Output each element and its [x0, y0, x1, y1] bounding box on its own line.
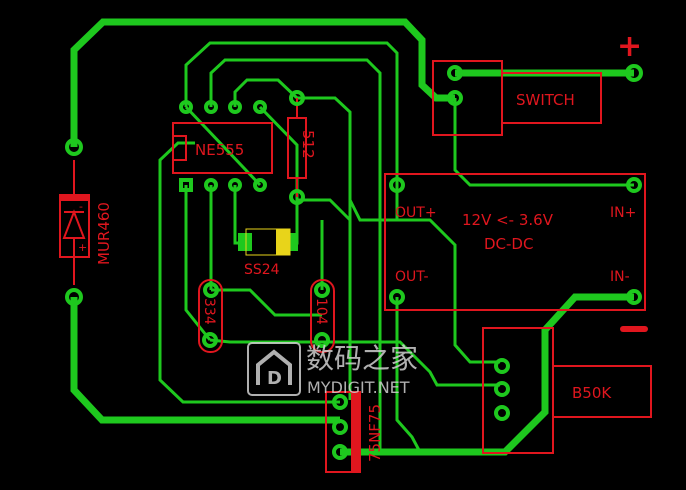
cap-104-outline — [310, 279, 335, 353]
trace-outplus-pot — [348, 199, 500, 364]
dcdc-pad-out-minus — [389, 289, 405, 305]
mosfet-outline — [325, 391, 361, 473]
ss24-cathode-band — [276, 229, 290, 255]
switch-pad-2 — [447, 90, 463, 106]
mur460-band — [60, 195, 89, 201]
ic-pad-3 — [228, 178, 242, 192]
mur460-symbol — [62, 209, 86, 239]
ic-pad-1 — [179, 178, 193, 192]
dcdc-outline — [384, 173, 646, 311]
resistor-label: 512 — [299, 130, 317, 159]
trace-ground — [340, 293, 634, 456]
terminal-minus-marker — [620, 326, 648, 332]
ic-pad-8 — [179, 100, 193, 114]
pot-pad-1 — [494, 358, 510, 374]
trace-334-104 — [211, 288, 322, 317]
trace-ic-pin8 — [184, 41, 399, 185]
cap-104-pad-1 — [314, 282, 330, 298]
mur460-minus: - — [79, 200, 83, 213]
ic-label: NE555 — [195, 141, 244, 159]
watermark-site: MYDIGIT.NET — [307, 378, 410, 397]
dcdc-pad-in-minus — [626, 289, 642, 305]
cap-334-pad-1 — [203, 282, 219, 298]
resistor-pad-2 — [289, 189, 305, 205]
switch-pad-1 — [447, 65, 463, 81]
ss24-pad-left — [238, 233, 252, 251]
cap-334-label: 334 — [201, 298, 217, 325]
ic-pad-7 — [204, 100, 218, 114]
pot-label: B50K — [572, 384, 612, 402]
dcdc-in-plus: IN+ — [610, 205, 636, 221]
mur460-pad-2 — [65, 288, 83, 306]
trace-out-minus — [395, 297, 422, 453]
ic-notch — [172, 135, 187, 161]
trace-ic-pin1 — [184, 185, 212, 341]
ic-pad-2 — [204, 178, 218, 192]
terminal-plus-marker: + — [617, 29, 642, 64]
dcdc-out-minus: OUT- — [395, 269, 429, 285]
cap-104-label: 104 — [313, 298, 329, 325]
mosfet-pad-source — [332, 444, 348, 460]
trace-ic-pin7 — [209, 58, 382, 455]
dcdc-out-plus: OUT+ — [395, 205, 437, 221]
resistor-pad-1 — [289, 90, 305, 106]
switch-label: SWITCH — [516, 91, 575, 109]
ic-pad-6 — [228, 100, 242, 114]
mur460-pad-1 — [65, 138, 83, 156]
dcdc-title: 12V <- 3.6V — [462, 211, 554, 229]
pot-pad-3 — [494, 405, 510, 421]
trace-ic-left — [158, 141, 340, 404]
ic-pad-5 — [253, 100, 267, 114]
dcdc-in-minus: IN- — [610, 269, 630, 285]
dcdc-pad-in-plus — [626, 177, 642, 193]
mosfet-pad-drain — [332, 419, 348, 435]
switch-body — [501, 72, 602, 124]
mosfet-tab — [351, 392, 359, 472]
trace-switch-inplus — [453, 98, 634, 187]
dcdc-subtitle: DC-DC — [484, 235, 533, 253]
watermark-house-icon — [256, 349, 292, 385]
terminal-plus-pad — [625, 64, 643, 82]
watermark: D 数码之家 MYDIGIT.NET — [247, 342, 418, 397]
watermark-logo-letter: D — [267, 368, 282, 389]
trace-outer-bottom — [70, 297, 340, 424]
pot-body — [552, 365, 652, 418]
mosfet-pad-gate — [332, 394, 348, 410]
pot-pad-2 — [494, 381, 510, 397]
cap-334-pad-2 — [202, 332, 218, 348]
dcdc-pad-out-plus — [389, 177, 405, 193]
ss24-outline — [245, 228, 291, 256]
ic-pad-4 — [253, 178, 267, 192]
watermark-chinese: 数码之家 — [306, 342, 418, 375]
ss24-label: SS24 — [244, 262, 280, 278]
cap-104-pad-2 — [314, 332, 330, 348]
trace-ic-pin6 — [233, 78, 299, 107]
cap-334-outline — [198, 279, 223, 353]
mosfet-label: 75NF75 — [366, 404, 384, 462]
mur460-label: MUR460 — [95, 202, 113, 265]
mur460-plus: + — [78, 241, 87, 254]
trace-res-top — [297, 96, 352, 400]
watermark-logo-frame — [247, 342, 301, 396]
